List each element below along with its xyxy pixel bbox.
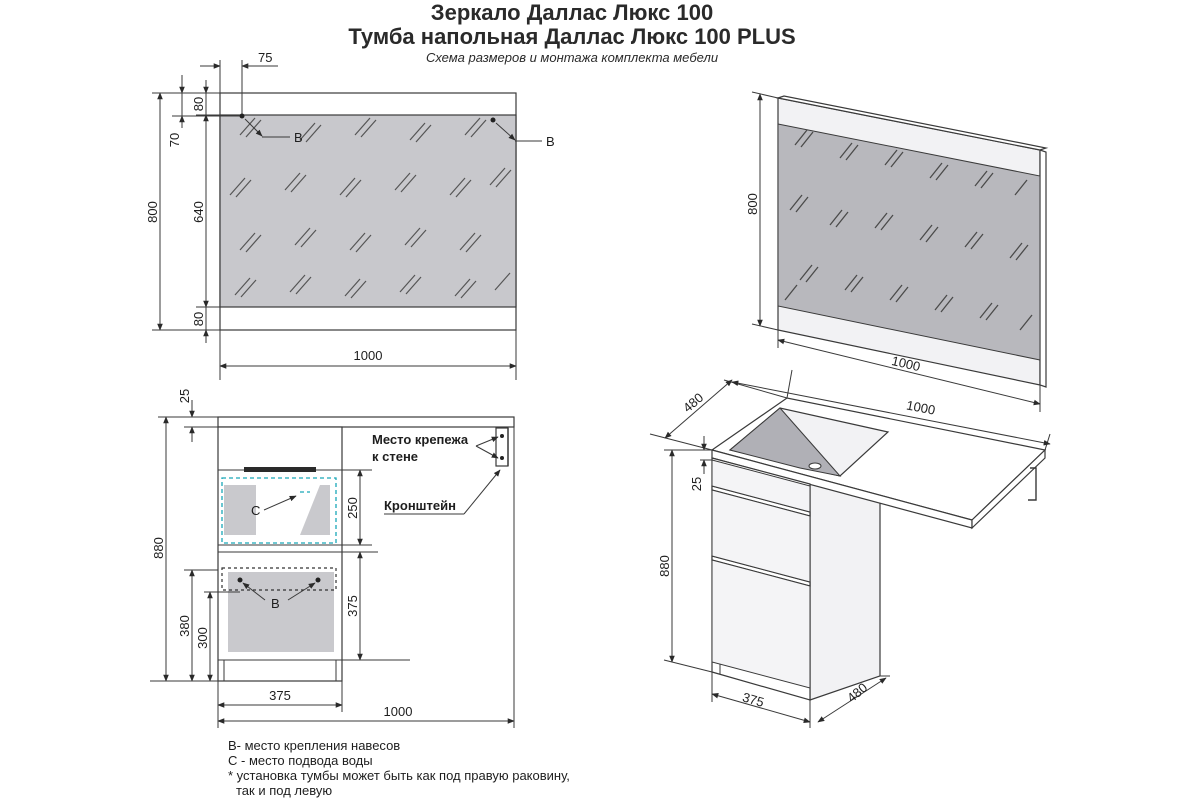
subtitle: Схема размеров и монтажа комплекта мебел…	[426, 50, 718, 65]
water-zone-left	[224, 485, 256, 535]
cabinet-dim-300: 300	[195, 627, 210, 649]
cabinet-dim-880: 880	[151, 537, 166, 559]
mirror-front-view: B B 75 80 640 80 70 800	[145, 50, 555, 380]
cabinet-3d-view: 480 1000 25 880 375 480	[649, 369, 1051, 728]
cabinet-dim-375-horizontal: 375	[269, 688, 291, 703]
dim-1000: 1000	[354, 348, 383, 363]
bracket-hole-top	[500, 434, 504, 438]
dim-75: 75	[258, 50, 272, 65]
wall-bracket-plate	[495, 427, 509, 467]
drawer-handle-recess	[244, 467, 316, 472]
cabinet-dim-1000: 1000	[384, 704, 413, 719]
label-c: C	[251, 503, 260, 518]
wall-mount-label-1: Место крепежа	[372, 432, 469, 447]
cabinet-hanging-point-left	[237, 577, 243, 583]
bracket-label: Кронштейн	[384, 498, 456, 513]
water-supply-area	[221, 477, 337, 544]
dim-80-bottom: 80	[191, 312, 206, 326]
dim-800: 800	[145, 201, 160, 223]
note-line-4: так и под левую	[236, 783, 332, 798]
cabinet-3d-dim-880: 880	[657, 555, 672, 577]
countertop	[217, 416, 515, 428]
bracket-hole-bottom	[500, 456, 504, 460]
mirror-3d-view: 800 1000	[745, 91, 1049, 412]
label-b-right: B	[546, 134, 555, 149]
cabinet-dim-25: 25	[177, 389, 192, 403]
mirror-glass	[219, 114, 517, 308]
sink-drain	[808, 462, 822, 470]
title-line-1: Зеркало Даллас Люкс 100	[431, 0, 713, 25]
cabinet-hanging-point-right	[315, 577, 321, 583]
glass-reflection-marks	[229, 117, 512, 299]
note-line-1: В- место крепления навесов	[228, 738, 400, 753]
wall-mount-label-2: к стене	[372, 449, 418, 464]
hanging-area	[221, 567, 337, 591]
hanging-point-right	[490, 117, 496, 123]
cabinet-3d-side	[809, 469, 881, 701]
cabinet-3d-dim-375: 375	[741, 689, 766, 709]
label-b-left: B	[294, 130, 303, 145]
dim-70: 70	[167, 133, 182, 147]
cabinet-3d-middle-drawer	[711, 489, 811, 583]
cabinet-3d-dim-25: 25	[689, 477, 704, 491]
cabinet-3d-dim-1000: 1000	[905, 397, 936, 417]
mirror-3d-dim-1000: 1000	[890, 353, 922, 374]
dim-80-top: 80	[191, 97, 206, 111]
cabinet-dim-250: 250	[345, 497, 360, 519]
note-line-2: С - место подвода воды	[228, 753, 373, 768]
mirror-3d-dim-800: 800	[745, 193, 760, 215]
cabinet-front-view: B C Место крепежа к стене Кронштейн 25 8…	[150, 389, 515, 728]
cabinet-3d-dim-480-top: 480	[680, 390, 706, 415]
mirror-3d-reflection-marks	[784, 129, 1033, 331]
cabinet-dim-375-vertical: 375	[345, 595, 360, 617]
note-line-3: * установка тумбы может быть как под пра…	[228, 768, 570, 783]
water-zone-right	[300, 485, 330, 535]
cabinet-3d-bracket	[1028, 467, 1037, 501]
cabinet-dim-380: 380	[177, 615, 192, 637]
legend-notes: В- место крепления навесов С - место под…	[228, 738, 570, 798]
dim-640: 640	[191, 201, 206, 223]
cabinet-3d-bottom-drawer	[711, 559, 811, 689]
hanging-point-left	[239, 113, 245, 119]
title-line-2: Тумба напольная Даллас Люкс 100 PLUS	[348, 24, 795, 49]
cabinet-3d-top-drawer	[711, 459, 811, 513]
cabinet-label-b: B	[271, 596, 280, 611]
